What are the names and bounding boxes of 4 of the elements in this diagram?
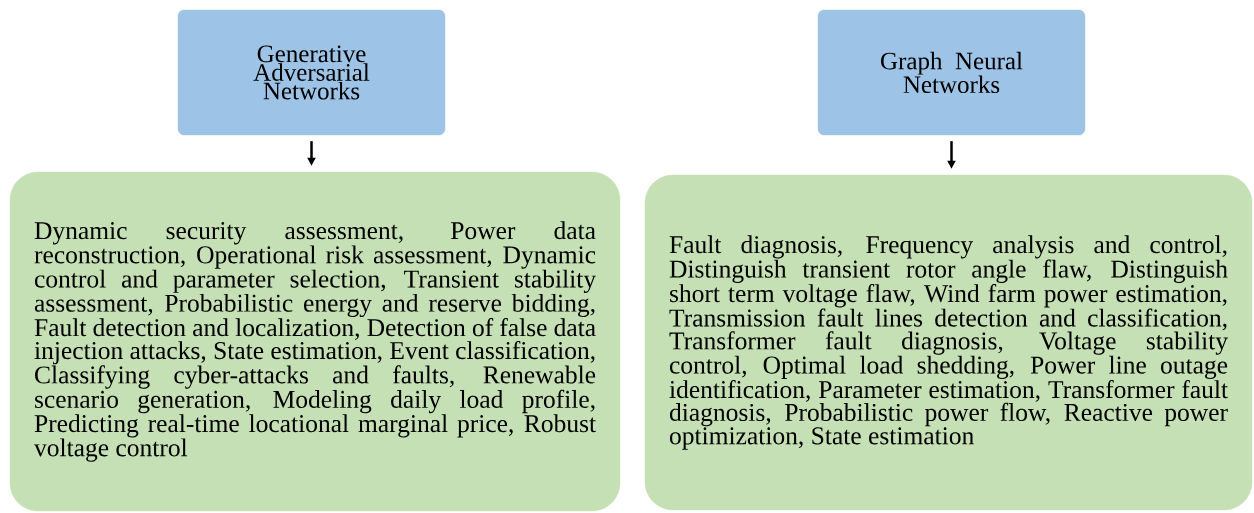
heading-box: Generative Adversarial Networks <box>177 9 446 136</box>
application-box: Fault diagnosis, Frequency analysis and control, Distinguish transient rotor angle flaw, Distinguish short term voltage flaw, Wind farm power estimation, Transmission fault lines detection and classification, Transformer fault diagnosis, Voltage stability control, Optimal load shedding, Power line outage identification, Parameter estimation, Transformer fault diagnosis, Probabilistic power flow, Reactive power optimization, State estimation <box>644 174 1253 511</box>
application-box: Dynamic security assessment, Power data reconstruction, Operational risk assessment, Dynamic control and parameter selection, Transient stability assessment, Probabilistic energy and reserve bidding, Fault detection and localization, Detection of false data injection attacks, State estimation, Event classification, Classifying cyber-attacks and faults, Renewable scenario generation, Modeling daily load profile, Predicting real-time locational marginal price, Robust voltage control <box>9 171 621 512</box>
heading-box: Graph Neural Networks <box>817 9 1086 136</box>
